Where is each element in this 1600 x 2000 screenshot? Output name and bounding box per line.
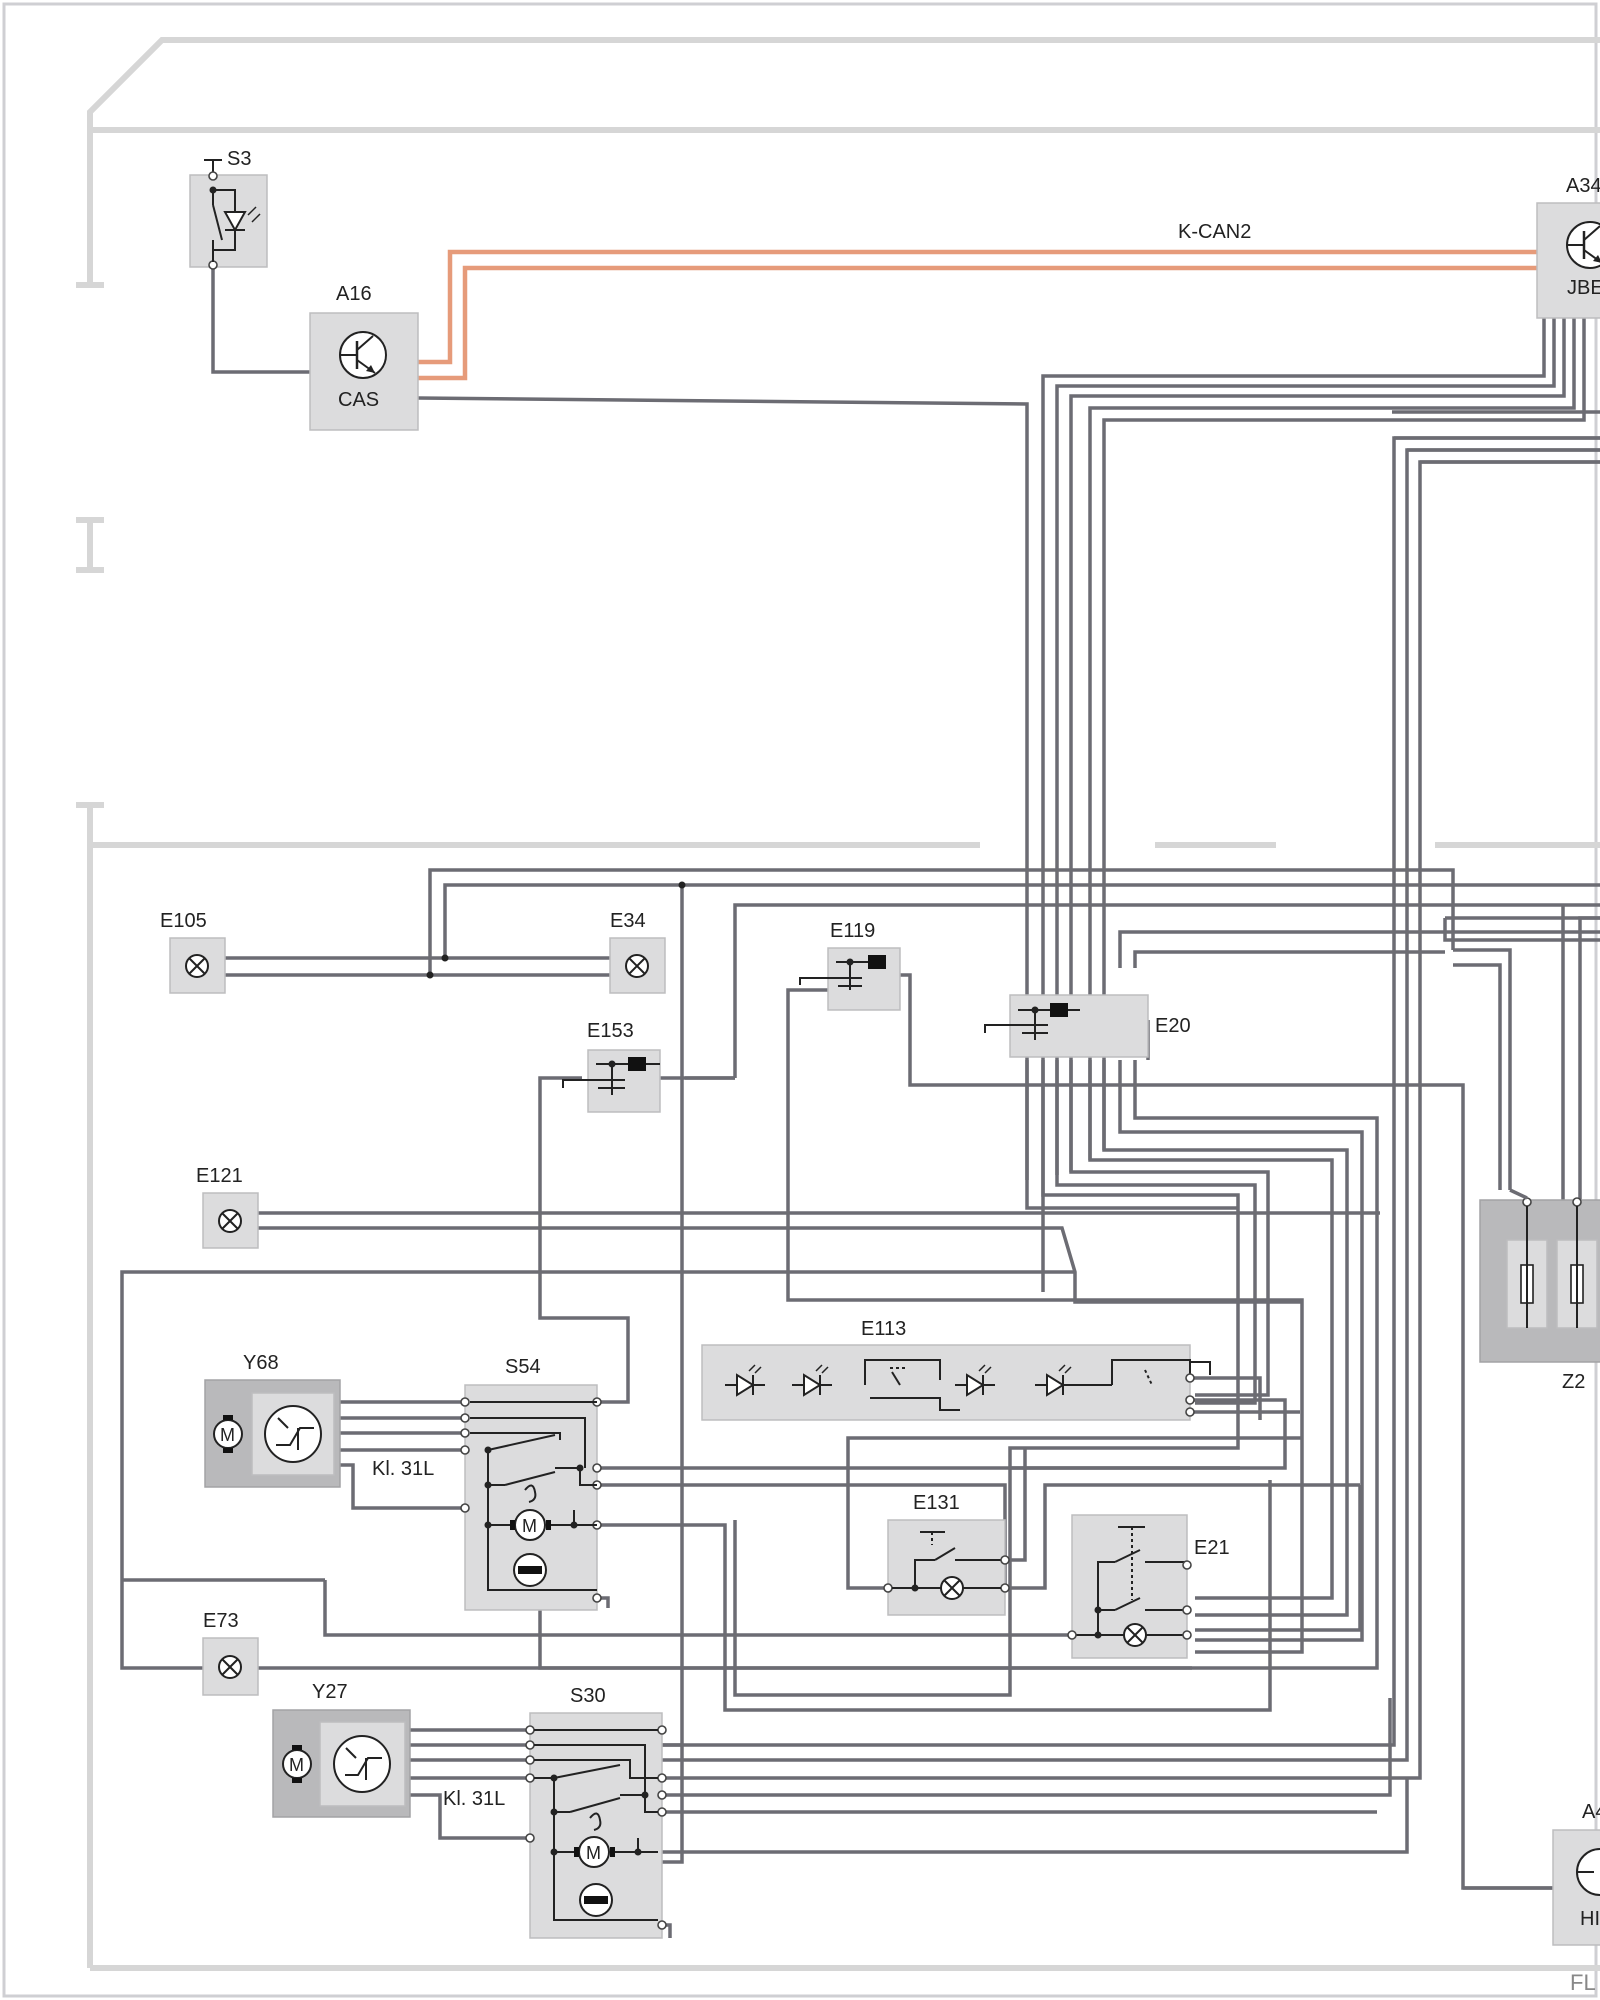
e20-label: E20 [1155,1015,1191,1037]
component-y27: M Y27 [272,1681,411,1818]
component-e119: E119 [799,920,901,1011]
kl31-top-label: Kl. 31L [372,1458,434,1480]
wires [120,262,1600,1938]
e153-label: E153 [587,1020,634,1042]
s3-label: S3 [227,148,251,170]
bus-label: K-CAN2 [1178,221,1251,243]
kcan2-bus: K-CAN2 [418,221,1545,381]
component-e21: E21 [1067,1514,1230,1659]
kl31-bottom-label: Kl. 31L [443,1788,505,1810]
component-z2: Z2 [1479,1188,1600,1393]
component-e105: E105 [160,910,226,994]
component-e73: E73 [202,1610,259,1696]
a16-sublabel: CAS [338,389,379,411]
component-e20: E20 [984,994,1191,1058]
corner-label: FL [1570,1970,1596,1995]
e73-label: E73 [203,1610,239,1632]
a34-sublabel: JBE [1567,277,1600,299]
e34-label: E34 [610,910,646,932]
component-e113: E113 [701,1318,1211,1421]
component-e34: E34 [426,881,686,994]
a4-sublabel: HI [1580,1908,1600,1930]
component-y68: M Y68 [204,1352,341,1488]
s30-label: S30 [570,1685,606,1707]
z2-label: Z2 [1562,1371,1585,1393]
component-s30: M S30 [525,1685,667,1939]
component-s3: S3 [189,148,268,270]
component-e153: E153 [562,1020,661,1113]
a4-label: A4 [1582,1801,1600,1823]
y27-motor-symbol: M [289,1755,304,1775]
component-a34-jbe: A34 JBE [1536,175,1600,319]
component-s54: M S54 [460,1356,602,1611]
e119-label: E119 [830,920,875,942]
component-a4: A4 HI [1552,1801,1600,1946]
component-e121: E121 [196,1165,259,1249]
y27-label: Y27 [312,1681,348,1703]
e113-label: E113 [861,1318,906,1340]
component-e131: E131 [883,1492,1010,1616]
a16-label: A16 [336,283,372,305]
s30-motor-symbol: M [586,1843,601,1863]
vehicle-frame [76,37,1600,1971]
s54-motor-symbol: M [522,1516,537,1536]
e105-label: E105 [160,910,207,932]
e131-label: E131 [913,1492,960,1514]
e21-label: E21 [1194,1537,1230,1559]
y68-motor-symbol: M [220,1425,235,1445]
e121-label: E121 [196,1165,243,1187]
y68-label: Y68 [243,1352,279,1374]
component-a16-cas: A16 CAS [309,283,419,431]
s54-label: S54 [505,1356,541,1378]
a34-label: A34 [1566,175,1600,197]
